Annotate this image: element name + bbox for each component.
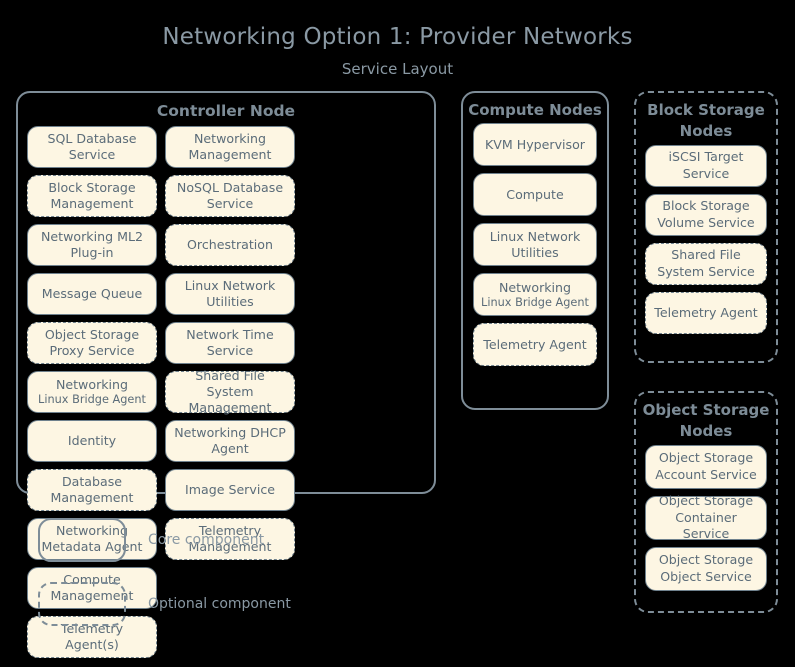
service-box-label: Networking Management bbox=[188, 130, 272, 162]
service-box[interactable]: Database Management bbox=[27, 469, 157, 511]
service-box-label: Object Storage Container Service bbox=[658, 493, 754, 541]
service-box[interactable]: Object Storage Account Service bbox=[645, 444, 767, 489]
service-box[interactable]: Message Queue bbox=[27, 273, 157, 315]
service-box[interactable]: Networking DHCP Agent bbox=[165, 420, 295, 462]
panel-title-object-storage-nodes: Object Storage Nodes bbox=[642, 401, 770, 441]
service-box-label: iSCSI Target Service bbox=[668, 149, 744, 181]
service-box-label: Image Service bbox=[185, 481, 275, 497]
panel-object-storage-nodes: Object Storage Nodes Object Storage Acco… bbox=[634, 391, 778, 613]
service-box-sublabel: Linux Bridge Agent bbox=[481, 295, 589, 309]
service-box[interactable]: Object Storage Proxy Service bbox=[27, 322, 157, 364]
service-box[interactable]: Telemetry Agent bbox=[645, 291, 767, 334]
service-box-label: Shared File System Management bbox=[188, 367, 272, 416]
service-box[interactable]: Telemetry Agent bbox=[473, 323, 597, 367]
legend-swatch-optional bbox=[38, 582, 126, 626]
service-box[interactable]: Object Storage Object Service bbox=[645, 546, 767, 591]
service-box-label: Message Queue bbox=[41, 285, 143, 301]
page-subtitle: Service Layout bbox=[341, 60, 454, 78]
service-box[interactable]: Identity bbox=[27, 420, 157, 462]
service-box[interactable]: iSCSI Target Service bbox=[645, 144, 767, 187]
service-box-label: Object Storage Account Service bbox=[655, 450, 757, 482]
service-box-label: Network Time Service bbox=[186, 326, 274, 358]
service-box-sublabel: Linux Bridge Agent bbox=[38, 392, 146, 406]
service-box-label: Networking DHCP Agent bbox=[174, 424, 286, 456]
service-box[interactable]: Object Storage Container Service bbox=[645, 493, 767, 541]
service-box-label: Linux Network Utilities bbox=[184, 277, 276, 309]
service-box-label: Block Storage Management bbox=[48, 179, 136, 211]
service-box[interactable]: SQL Database Service bbox=[27, 126, 157, 168]
service-box-label: KVM Hypervisor bbox=[485, 136, 585, 152]
service-box[interactable]: Block Storage Management bbox=[27, 175, 157, 217]
service-box[interactable]: Networking ML2 Plug-in bbox=[27, 224, 157, 266]
service-box[interactable]: Network Time Service bbox=[165, 322, 295, 364]
service-box-label: Database Management bbox=[50, 473, 134, 505]
service-box[interactable]: Image Service bbox=[165, 469, 295, 511]
service-box-label: Object Storage Proxy Service bbox=[44, 326, 140, 358]
service-box-label: SQL Database Service bbox=[47, 130, 137, 162]
service-box-label: NoSQL Database Service bbox=[176, 179, 284, 211]
panel-block-storage-nodes: Block Storage Nodes iSCSI Target Service… bbox=[634, 91, 778, 363]
panel-title-block-storage-nodes: Block Storage Nodes bbox=[647, 101, 765, 141]
service-box-label: Telemetry Management bbox=[188, 522, 272, 554]
legend-label-optional: Optional component bbox=[148, 596, 291, 612]
page-title: Networking Option 1: Provider Networks bbox=[162, 24, 633, 50]
service-box[interactable]: Compute bbox=[473, 173, 597, 217]
service-box-label: Telemetry Agent bbox=[654, 304, 758, 320]
service-box-label: Telemetry Agent bbox=[483, 336, 587, 352]
service-box-label: Networking ML2 Plug-in bbox=[41, 228, 143, 260]
service-box[interactable]: KVM Hypervisor bbox=[473, 123, 597, 167]
service-box[interactable]: Linux Network Utilities bbox=[473, 223, 597, 267]
legend-swatch-core bbox=[38, 518, 126, 562]
service-box[interactable]: NoSQL Database Service bbox=[165, 175, 295, 217]
service-box-label: Block Storage Volume Service bbox=[657, 198, 755, 230]
service-box[interactable]: Linux Network Utilities bbox=[165, 273, 295, 315]
service-box-label: Linux Network Utilities bbox=[489, 228, 581, 260]
service-box[interactable]: Shared File System Service bbox=[645, 242, 767, 285]
service-box-label: Orchestration bbox=[187, 236, 273, 252]
service-box[interactable]: Networking Management bbox=[165, 126, 295, 168]
panel-title-controller-node: Controller Node bbox=[156, 102, 296, 120]
legend-item-core: Core component bbox=[38, 518, 264, 562]
service-box-label: Object Storage Object Service bbox=[658, 552, 754, 584]
service-box[interactable]: Telemetry Management bbox=[165, 518, 295, 560]
service-box[interactable]: Block Storage Volume Service bbox=[645, 193, 767, 236]
service-box-label: Shared File System Service bbox=[657, 247, 755, 279]
service-box[interactable]: Shared File System Management bbox=[165, 367, 295, 416]
legend-label-core: Core component bbox=[148, 532, 265, 548]
legend-item-optional: Optional component bbox=[38, 582, 291, 626]
service-box[interactable]: Orchestration bbox=[165, 224, 295, 266]
service-box-label: Identity bbox=[67, 432, 117, 448]
panel-title-compute-nodes: Compute Nodes bbox=[468, 101, 602, 119]
service-box-label: Compute bbox=[506, 186, 564, 202]
